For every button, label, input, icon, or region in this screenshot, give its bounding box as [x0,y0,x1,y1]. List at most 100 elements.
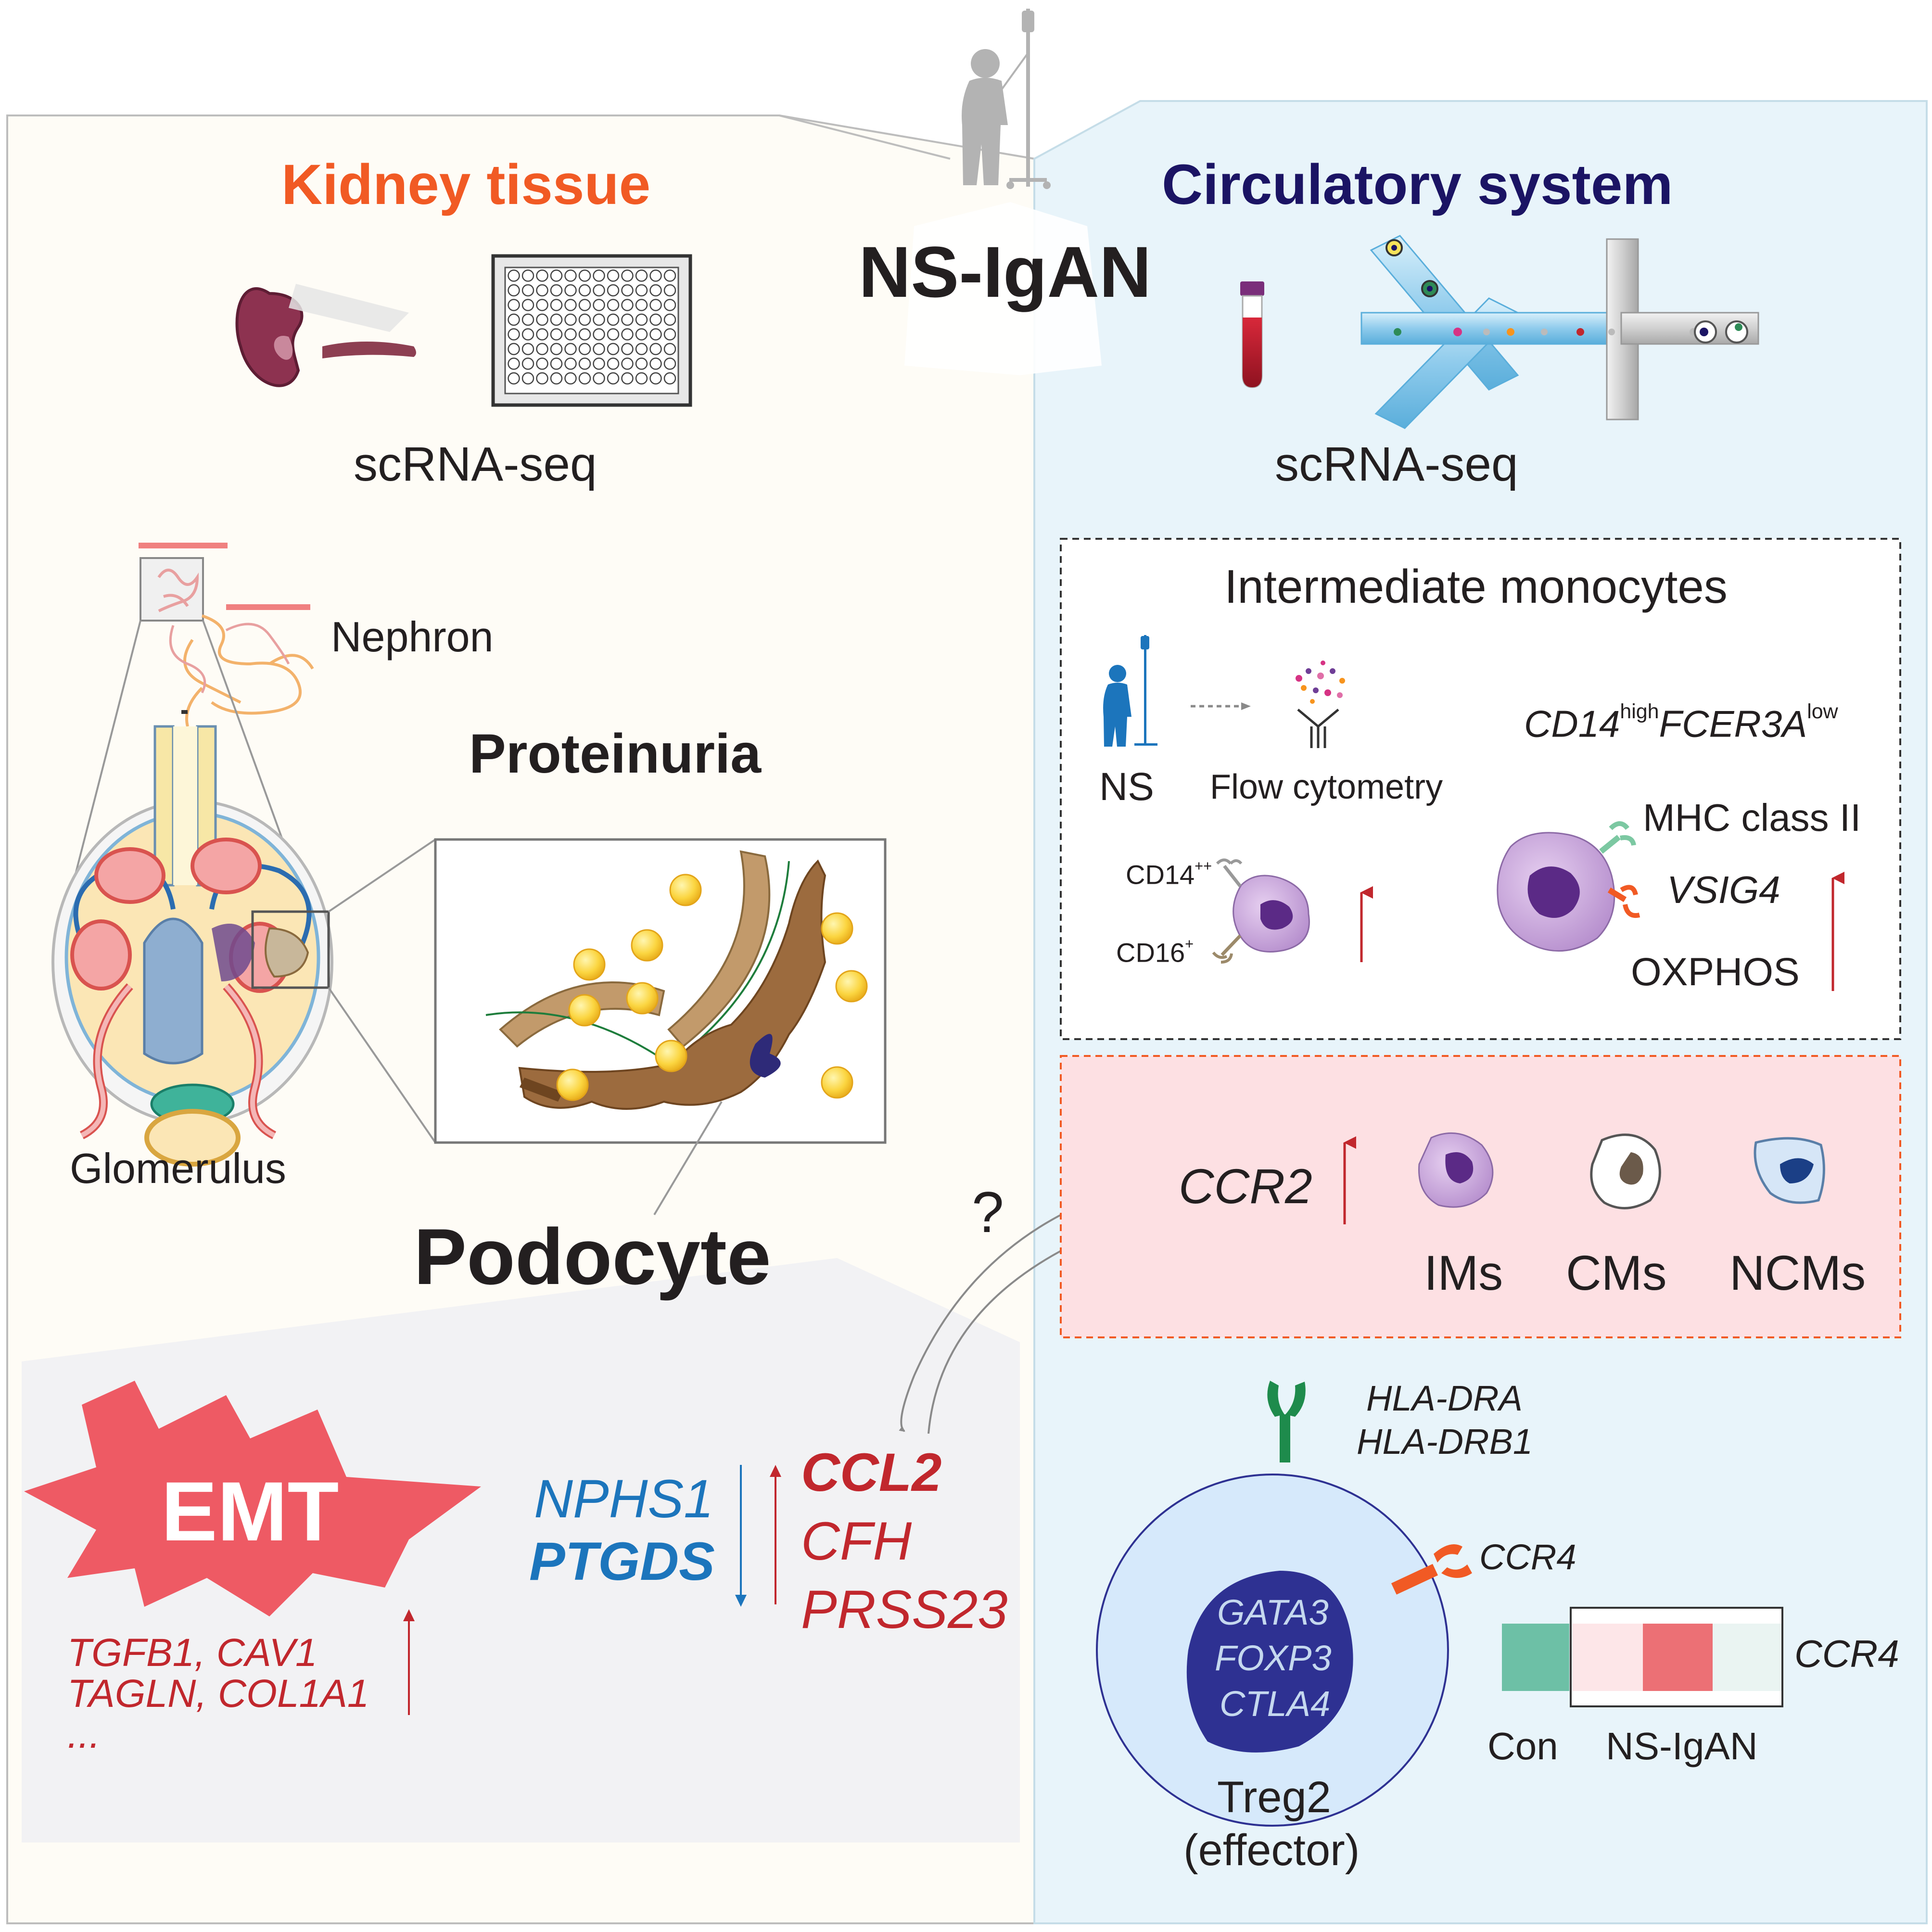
well [593,357,605,370]
well [621,343,634,356]
well [536,372,548,385]
well [564,372,577,385]
emt-gene-line-2: TAGLN, COL1A1 [67,1672,369,1716]
well [536,313,548,326]
emt-label: EMT [161,1465,339,1559]
well [663,284,676,297]
well [564,313,577,326]
emt-gene-line-3: ... [67,1713,101,1756]
well [649,313,662,326]
well [536,357,548,370]
well [635,328,648,341]
well [593,372,605,385]
well [508,299,520,311]
well [508,343,520,356]
well [564,343,577,356]
nucleus-gene-ctla4: CTLA4 [1220,1684,1331,1724]
well [536,269,548,282]
well [607,343,620,356]
marker-b: FCER3A [1659,702,1807,745]
treg-cell-icon [1096,1381,1472,1827]
well [635,284,648,297]
well [621,328,634,341]
protein-particle [835,970,868,1003]
well [663,299,676,311]
well [578,284,591,297]
well [564,299,577,311]
circulation-heading: Circulatory system [1162,153,1673,216]
well [578,328,591,341]
nucleus-gene-gata3: GATA3 [1217,1592,1329,1632]
title: NS-IgAN [859,231,1152,312]
patient-icon [962,9,1051,189]
ns-label: NS [1099,765,1154,809]
well [564,357,577,370]
well [649,269,662,282]
well [521,269,534,282]
well [550,299,563,311]
well [521,357,534,370]
well [621,372,634,385]
cd16-sup: + [1185,935,1194,952]
well [607,328,620,341]
well [593,343,605,356]
well [508,284,520,297]
feature-oxphos: OXPHOS [1631,950,1800,994]
well [508,328,520,341]
well [521,372,534,385]
cd14-text: CD14 [1126,859,1195,890]
cms-label: CMs [1566,1246,1667,1300]
well [607,313,620,326]
down-gene-ptgds: PTGDS [529,1531,715,1591]
well [635,299,648,311]
well [550,313,563,326]
protein-particle [568,994,601,1027]
feature-mhc-class-ii: MHC class II [1643,796,1861,839]
well [550,343,563,356]
well [564,269,577,282]
well [550,269,563,282]
heatmap-group-ns-igan: NS-IgAN [1606,1725,1758,1767]
emt-burst [24,1381,481,1616]
well [649,284,662,297]
well [521,313,534,326]
well [550,328,563,341]
well [607,299,620,311]
glomerulus-label: Glomerulus [70,1144,286,1192]
hla-dra-label: HLA-DRA [1366,1378,1523,1418]
well [578,343,591,356]
treg-ccr4-label: CCR4 [1479,1537,1576,1577]
im-marker-label: CD14highFCER3Alow [1524,701,1838,743]
proteinuria-label: Proteinuria [469,723,762,785]
well [663,372,676,385]
im-box-title: Intermediate monocytes [1224,560,1728,613]
well [536,343,548,356]
nephron-illustration [51,543,333,1167]
monocyte-cd14-cd16-icon [1212,858,1310,964]
well [521,299,534,311]
ccr4-heatmap [1502,1607,1783,1707]
well [564,284,577,297]
protein-particle [573,948,606,981]
well [593,284,605,297]
well [593,313,605,326]
well [536,328,548,341]
podocyte-label: Podocyte [414,1212,771,1301]
down-gene-nphs1: NPHS1 [534,1469,714,1529]
well [663,328,676,341]
ccr2-label: CCR2 [1179,1159,1312,1214]
well [508,372,520,385]
well [635,372,648,385]
well [635,313,648,326]
protein-particle [655,1040,687,1072]
ncms-label: NCMs [1729,1246,1866,1300]
well [607,284,620,297]
well [521,343,534,356]
heatmap-gene-label: CCR4 [1794,1632,1899,1675]
well [649,299,662,311]
well [508,357,520,370]
well [508,313,520,326]
protein-particle [821,912,853,945]
well [621,299,634,311]
